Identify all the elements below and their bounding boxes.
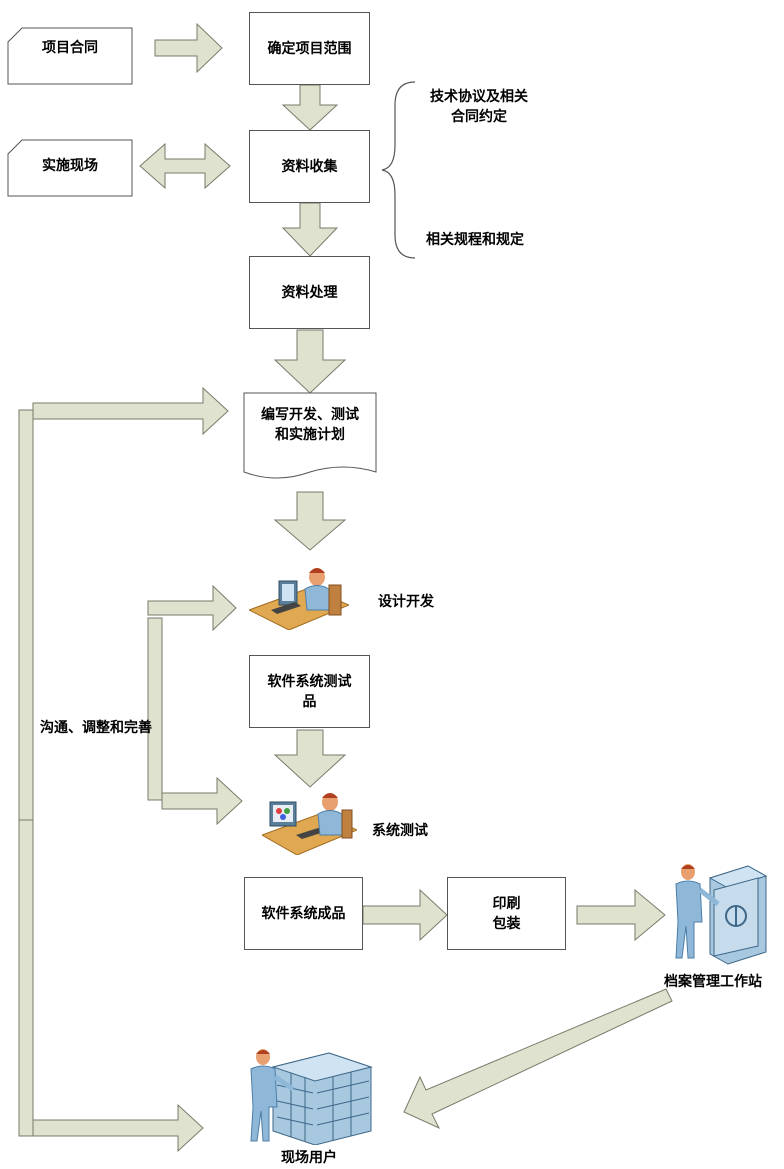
label-feedback: 沟通、调整和完善 xyxy=(40,720,152,736)
node-finished-product: 软件系统成品 xyxy=(244,877,363,950)
person-with-server-rack-icon xyxy=(250,1049,373,1145)
arrow-print-to-archive xyxy=(576,888,666,942)
node-project-contract: 项目合同 xyxy=(42,40,98,56)
arrow-archive-to-siteuser xyxy=(403,988,673,1130)
arrow-collection-to-processing xyxy=(281,202,339,257)
contract-card-shape xyxy=(7,27,133,85)
arrow-product-to-print xyxy=(362,888,448,942)
arrow-plan-to-design xyxy=(273,491,347,551)
label-design-dev: 设计开发 xyxy=(378,594,434,610)
person-testing-computer-icon xyxy=(262,793,357,855)
arrow-feedback-to-design xyxy=(147,584,237,632)
person-at-computer-icon xyxy=(249,568,349,630)
curly-brace xyxy=(381,81,416,259)
site-card-shape xyxy=(7,139,133,197)
feedback-loop-outer-bar xyxy=(18,409,34,829)
label-system-test: 系统测试 xyxy=(372,823,428,839)
arrow-feedback-to-siteuser xyxy=(32,1103,204,1153)
person-with-safe-icon xyxy=(675,864,768,965)
arrow-site-collection-bidirectional xyxy=(139,142,231,190)
label-site-user: 现场用户 xyxy=(281,1150,337,1166)
node-determine-scope: 确定项目范围 xyxy=(249,12,370,85)
node-data-processing: 资料处理 xyxy=(249,256,370,329)
node-test-product: 软件系统测试 品 xyxy=(249,655,370,728)
label-tech-agreement: 技术协议及相关 合同约定 xyxy=(430,89,528,125)
node-print-pack: 印刷 包装 xyxy=(447,877,566,950)
feedback-loop-inner-bar xyxy=(147,617,163,801)
arrow-contract-to-scope xyxy=(154,22,223,74)
arrow-scope-to-collection xyxy=(281,84,339,131)
node-plan: 编写开发、测试 和实施计划 xyxy=(261,407,359,443)
plan-document-shape xyxy=(243,392,377,479)
arrow-feedback-to-plan xyxy=(32,386,229,436)
arrow-feedback-to-test xyxy=(161,776,243,826)
arrow-testproduct-to-test xyxy=(273,729,347,788)
label-archive-station: 档案管理工作站 xyxy=(664,974,762,990)
node-site: 实施现场 xyxy=(42,158,98,174)
label-regulations: 相关规程和规定 xyxy=(426,232,524,248)
arrow-processing-to-plan xyxy=(273,329,347,394)
node-data-collection: 资料收集 xyxy=(249,130,370,203)
